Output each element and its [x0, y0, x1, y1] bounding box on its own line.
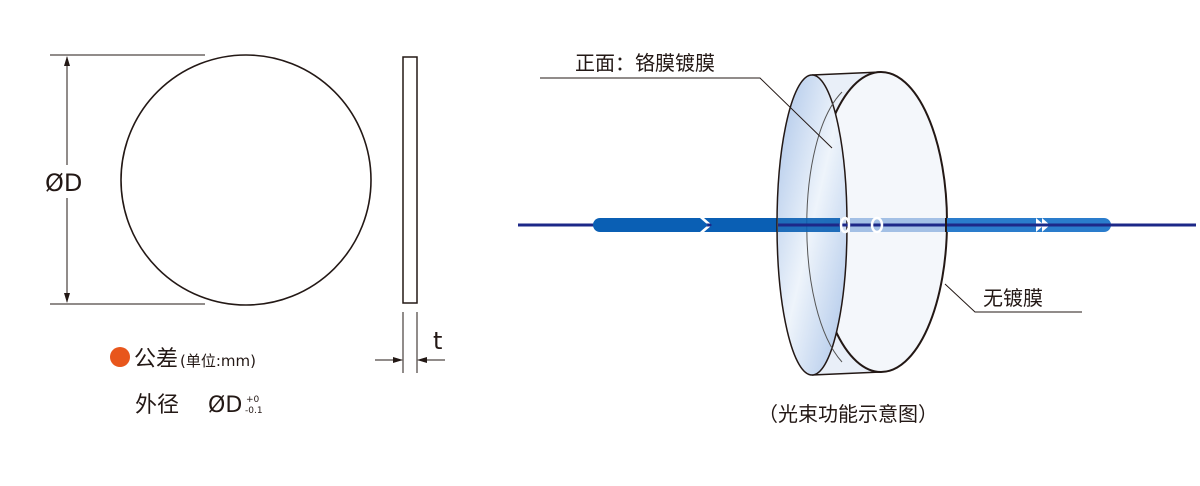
- tolerance-plus: +0: [246, 395, 260, 405]
- lens-side-rect: [402, 56, 418, 304]
- beam-lens-illustration: 正面：铬膜镀膜 无镀膜 （光束功能示意图）: [518, 51, 1196, 426]
- tolerance-unit: (单位:mm): [180, 352, 256, 370]
- tolerance-minus: -0.1: [245, 406, 263, 416]
- no-coating-label: 无镀膜: [983, 286, 1043, 310]
- bullet-icon: [110, 347, 130, 367]
- side-view: t: [375, 56, 445, 373]
- front-view: ØD: [42, 54, 372, 306]
- tolerance-block: 公差 (单位:mm) 外径 ØD +0 -0.1: [110, 347, 263, 418]
- thickness-label: t: [433, 327, 442, 355]
- beam-segment: [593, 218, 708, 232]
- outer-diameter-symbol: ØD: [208, 393, 242, 418]
- beam-segment: [704, 218, 790, 232]
- tolerance-title: 公差: [134, 347, 178, 372]
- outer-diameter-label: 外径: [135, 393, 179, 418]
- back-label-leader: [944, 283, 1082, 313]
- lens-outline-circle: [120, 54, 372, 306]
- front-label-leader: [540, 77, 833, 149]
- front-coating-label: 正面：铬膜镀膜: [575, 51, 715, 75]
- diagram-caption: （光束功能示意图）: [758, 402, 938, 426]
- diameter-label: ØD: [45, 169, 82, 197]
